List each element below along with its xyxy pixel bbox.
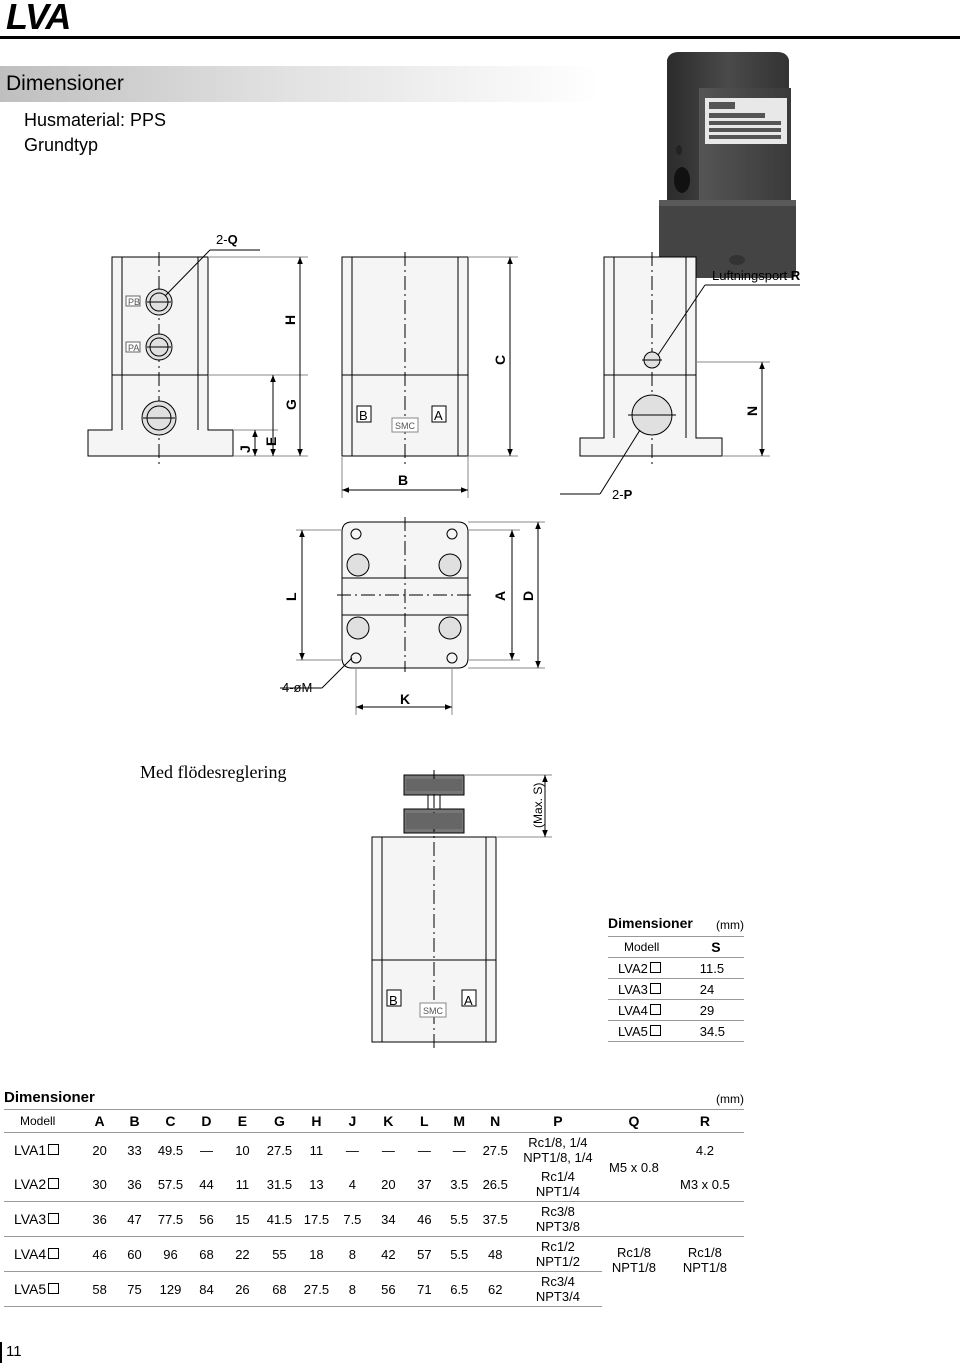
section-title: Dimensioner <box>6 72 124 95</box>
s-row: LVA3 24 <box>608 978 744 1000</box>
label-e: E <box>263 437 279 446</box>
bottom-view <box>280 517 545 715</box>
s-value: 24 <box>687 978 744 1000</box>
s-model: LVA2 <box>618 960 648 976</box>
page-number: 11 <box>6 1343 22 1360</box>
flow-label-b: B <box>389 993 398 1008</box>
s-row: LVA5 34.5 <box>608 1020 744 1042</box>
s-header-row: Modell S <box>608 936 744 958</box>
row-model: LVA4 <box>14 1246 47 1262</box>
main-header-row: Modell A B C D E G H J K L M N P Q R <box>4 1109 744 1133</box>
label-g: G <box>283 399 299 410</box>
label-l: L <box>283 592 299 601</box>
label-2p: 2-P <box>612 487 633 502</box>
label-pb: PB <box>128 297 140 307</box>
side-view <box>560 252 800 495</box>
flow-label-smc: SMC <box>423 1006 444 1016</box>
s-value: 29 <box>687 999 744 1021</box>
col-header: H <box>297 1109 335 1133</box>
s-table-title: Dimensioner <box>608 915 693 931</box>
page-title: LVA <box>6 0 71 37</box>
type-heading: Grundtyp <box>24 135 99 155</box>
s-col-s: S <box>687 936 744 958</box>
section-band <box>0 66 600 102</box>
label-k: K <box>400 691 410 707</box>
product-photo <box>659 52 796 278</box>
col-header: B <box>117 1109 152 1133</box>
s-value: 34.5 <box>687 1020 744 1042</box>
s-dimension-table: Modell S LVA2 11.5 LVA3 24 LVA4 29 LVA5 34.5 <box>608 936 744 1042</box>
main-table-title: Dimensioner <box>4 1089 95 1106</box>
row-model: LVA5 <box>14 1281 47 1297</box>
col-header: D <box>188 1109 224 1133</box>
s-model: LVA3 <box>618 981 648 997</box>
main-table-unit: (mm) <box>716 1092 744 1106</box>
label-smc: SMC <box>395 421 416 431</box>
front-view <box>87 249 308 466</box>
label-b-port: B <box>359 408 368 423</box>
label-n: N <box>744 406 760 416</box>
col-header: A <box>82 1109 118 1133</box>
col-header: C <box>151 1109 189 1133</box>
col-header: R <box>665 1109 744 1133</box>
s-model: LVA4 <box>618 1002 648 1018</box>
cell-r: 4.2 <box>695 1142 714 1158</box>
s-model: LVA5 <box>618 1023 648 1039</box>
main-dimension-table: Modell A B C D E G H J K L M N P Q R LVA… <box>4 1109 744 1307</box>
row-model: LVA2 <box>14 1176 47 1192</box>
title-rule <box>0 36 960 39</box>
middle-view <box>341 252 518 498</box>
flow-title: Med flödesreglering <box>140 762 287 782</box>
col-header: L <box>406 1109 442 1133</box>
material-heading: Husmaterial: PPS <box>24 110 167 130</box>
label-a-port: A <box>434 408 443 423</box>
col-header: M <box>441 1109 477 1133</box>
flow-label-a: A <box>464 993 473 1008</box>
flow-control-view <box>371 770 552 1052</box>
col-header: P <box>513 1109 603 1133</box>
page-rule <box>0 1342 2 1363</box>
s-value: 11.5 <box>687 957 744 979</box>
col-header: J <box>334 1109 370 1133</box>
col-header: E <box>223 1109 261 1133</box>
label-h: H <box>282 315 298 325</box>
row-model: LVA1 <box>14 1142 47 1158</box>
cell-q-small: M5 x 0.8 <box>609 1159 659 1175</box>
s-col-model: Modell <box>608 936 688 958</box>
row-model: LVA3 <box>14 1211 47 1227</box>
label-d: D <box>520 591 536 601</box>
label-b-dim: B <box>398 472 408 488</box>
col-header: N <box>476 1109 514 1133</box>
s-row: LVA4 29 <box>608 999 744 1021</box>
label-4m: 4-øM <box>282 680 312 695</box>
cell-r: M3 x 0.5 <box>679 1176 730 1192</box>
label-j: J <box>237 445 253 453</box>
s-row: LVA2 11.5 <box>608 957 744 979</box>
col-header: Modell <box>4 1109 83 1133</box>
label-c: C <box>492 355 508 365</box>
col-header: Q <box>602 1109 666 1133</box>
label-max-s: (Max. S) <box>531 783 545 828</box>
label-2q: 2-Q <box>216 232 238 247</box>
label-vent: Luftningsport R <box>712 268 801 283</box>
label-pa: PA <box>128 343 139 353</box>
col-header: K <box>369 1109 407 1133</box>
label-a-dim: A <box>492 591 508 601</box>
col-header: G <box>260 1109 298 1133</box>
s-table-unit: (mm) <box>716 918 744 932</box>
